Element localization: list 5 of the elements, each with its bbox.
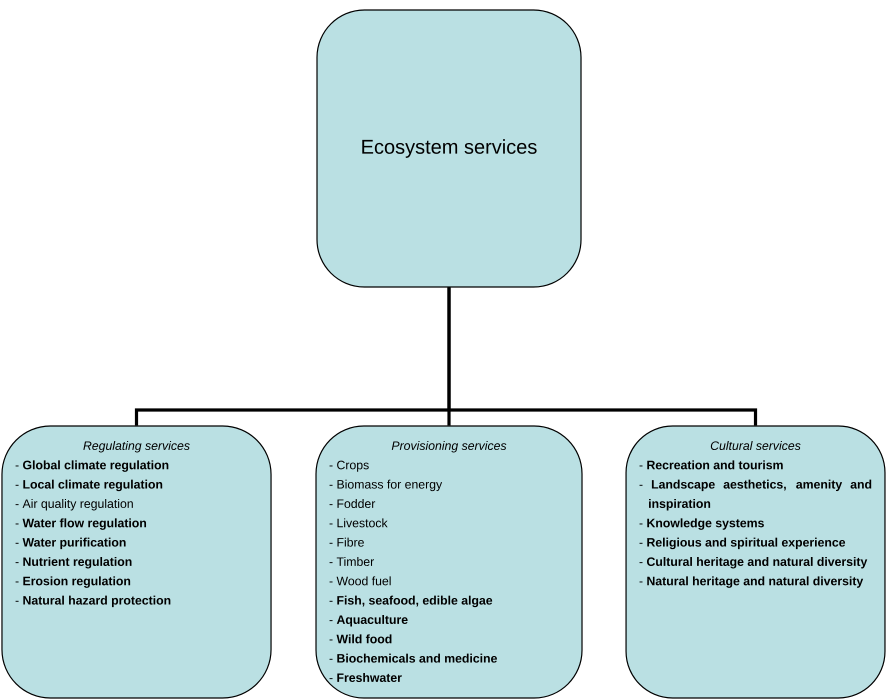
service-box: Provisioning services - Crops - Biomass for energy - Fodder - Livestock - Fibre - Timber - Wood fuel - Fish, seafood, edible algae - Aquaculture - Wild food - Biochemicals and medicine - Freshwater xyxy=(315,425,583,699)
main-box: Ecosystem services xyxy=(316,9,582,288)
service-box: Cultural services - Recreation and tourism - Landscape aesthetics, amenity and inspiration - Knowledge systems - Religious and spiritual experience - Cultural heritage and natural diversity - Natural heritage and natural diversity xyxy=(625,425,886,699)
connector-line xyxy=(447,288,758,426)
service-box: Regulating services - Global climate regulation - Local climate regulation - Air quality regulation - Water flow regulation - Water purification - Nutrient regulation - Erosion regulation - Natural hazard protection xyxy=(1,425,272,699)
